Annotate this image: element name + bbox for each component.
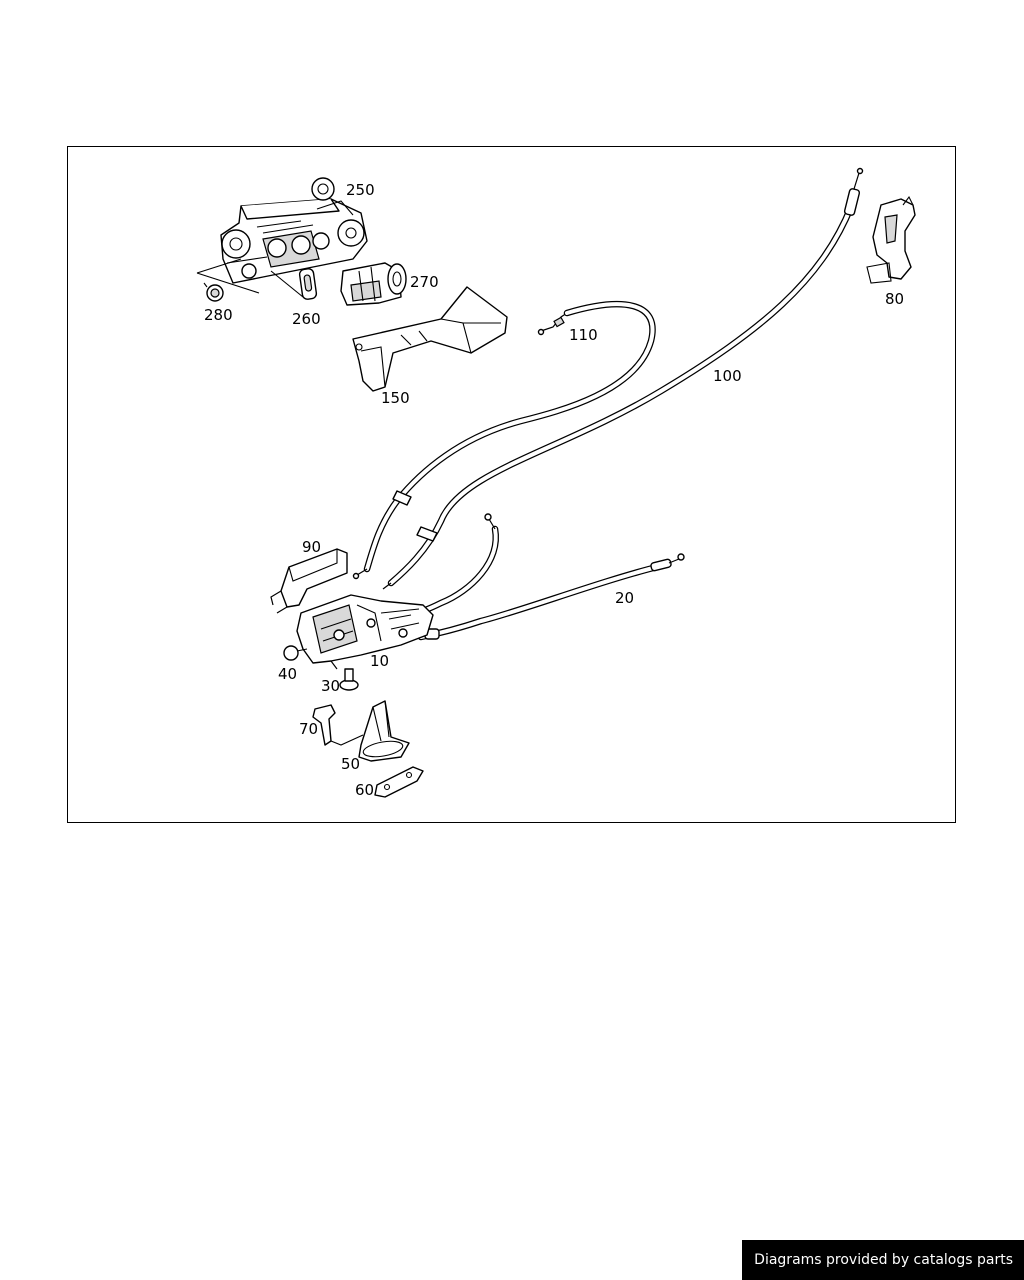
- part-70-pin[interactable]: [312, 704, 364, 746]
- part-260-clip[interactable]: [270, 268, 318, 300]
- callout-20: 20: [615, 589, 634, 607]
- credit-banner: Diagrams provided by catalogs parts: [742, 1240, 1024, 1280]
- part-30-screw[interactable]: [339, 668, 359, 691]
- part-20-cable[interactable]: [405, 513, 685, 641]
- callout-110: 110: [569, 326, 598, 344]
- part-110-cable-run[interactable]: [352, 301, 656, 580]
- callout-30: 30: [321, 677, 340, 695]
- callout-250: 250: [346, 181, 375, 199]
- part-250-handle-carrier[interactable]: [220, 177, 368, 284]
- callout-260: 260: [292, 310, 321, 328]
- part-150-bracket[interactable]: [352, 286, 508, 392]
- callout-80: 80: [885, 290, 904, 308]
- part-100-cable[interactable]: [382, 167, 864, 590]
- part-110-cable-end[interactable]: [537, 312, 568, 336]
- callout-150: 150: [381, 389, 410, 407]
- part-270-cylinder-housing[interactable]: [340, 262, 407, 306]
- callout-60: 60: [355, 781, 374, 799]
- callout-70: 70: [299, 720, 318, 738]
- callout-10: 10: [370, 652, 389, 670]
- part-40-bolt[interactable]: [283, 645, 308, 661]
- callout-90: 90: [302, 538, 321, 556]
- part-280-screw[interactable]: [196, 258, 260, 302]
- part-90-bracket[interactable]: [270, 548, 348, 614]
- part-80-inner-bracket[interactable]: [866, 195, 916, 284]
- parts-diagram-frame: 250 270 280 260 110 150 100 80 90 20 10 …: [67, 146, 956, 823]
- callout-100: 100: [713, 367, 742, 385]
- parts-diagram: 250 270 280 260 110 150 100 80 90 20 10 …: [196, 167, 916, 799]
- part-10-door-lock[interactable]: [296, 594, 434, 670]
- callout-40: 40: [278, 665, 297, 683]
- callout-280: 280: [204, 306, 233, 324]
- callout-50: 50: [341, 755, 360, 773]
- part-50-striker[interactable]: [358, 700, 410, 762]
- part-60-seal-plate[interactable]: [374, 766, 424, 798]
- callout-270: 270: [410, 273, 439, 291]
